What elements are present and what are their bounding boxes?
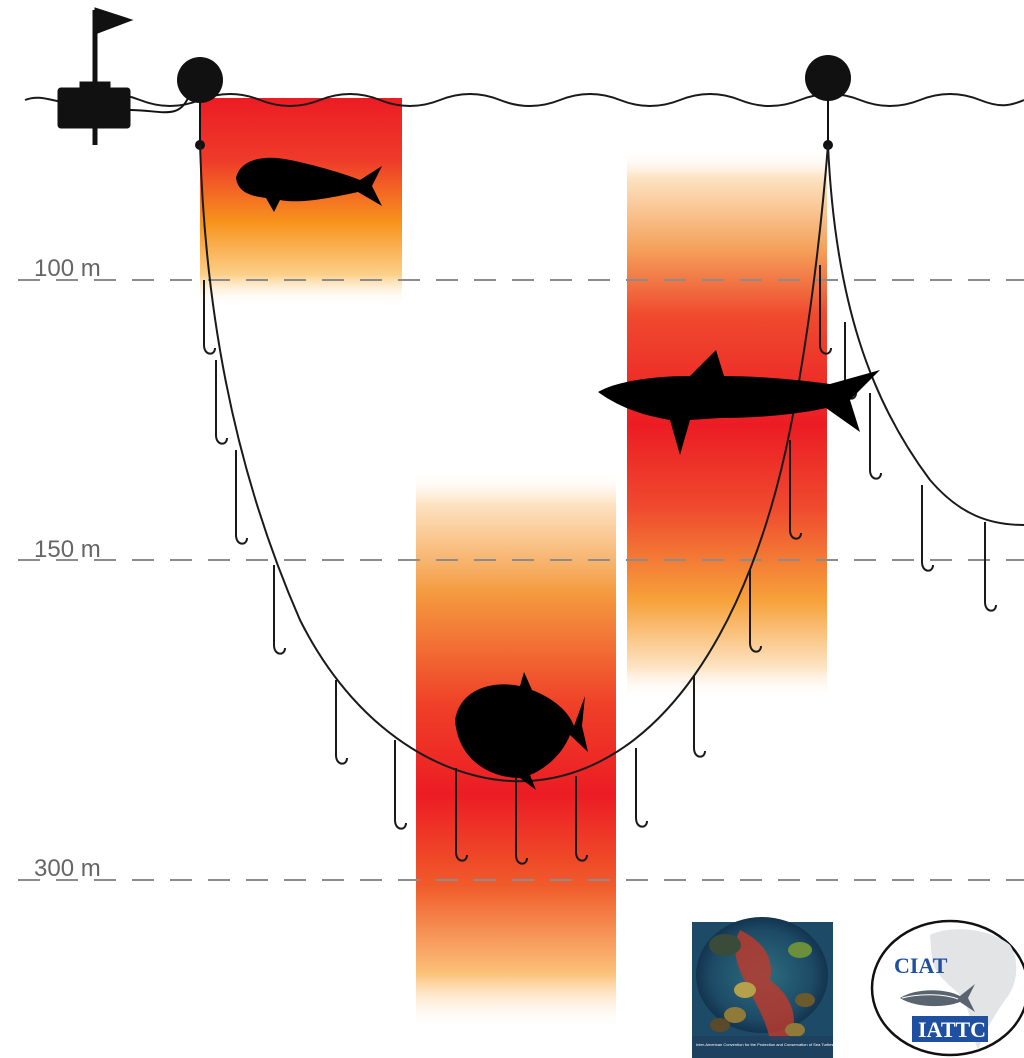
turtle-icon: [724, 1007, 746, 1023]
branchlines: [203, 265, 997, 865]
hook-icon: [693, 676, 706, 758]
turtle-icon: [709, 934, 741, 956]
dolphinfish-icon: [236, 157, 382, 212]
hook-icon: [335, 680, 348, 765]
mainline-right: [827, 144, 1024, 526]
habitat-band-mid: [627, 150, 827, 700]
turtle-icon: [734, 982, 756, 998]
iattc-logo-bottom-text: IATTC: [918, 1017, 986, 1042]
buoy-flag-icon: [57, 7, 189, 145]
iac-logo-caption: Inter-American Convention for the Protec…: [696, 1042, 833, 1047]
turtle-icon: [785, 1023, 805, 1037]
hook-icon: [789, 440, 802, 540]
turtle-icon: [788, 942, 812, 958]
continent-shape: [735, 930, 794, 1040]
hook-icon: [455, 768, 468, 862]
hook-icon: [203, 280, 216, 355]
iac-logo: Inter-American Convention for the Protec…: [692, 917, 833, 1058]
float-icon: [177, 57, 223, 103]
depth-label-100: 100 m: [34, 255, 101, 282]
depth-label-150: 150 m: [34, 536, 101, 563]
hook-icon: [394, 740, 407, 830]
shark-icon: [598, 350, 880, 455]
depth-labels: 100 m 150 m 300 m: [34, 255, 101, 882]
turtle-icon: [795, 993, 815, 1007]
hook-icon: [635, 748, 648, 828]
opah-icon: [455, 672, 588, 790]
habitat-band-shallow: [200, 98, 402, 306]
iattc-logo-top: CIAT: [894, 953, 948, 978]
hook-icon: [921, 485, 934, 572]
hook-icon: [869, 393, 882, 480]
hook-icon: [749, 570, 762, 653]
hook-icon: [235, 450, 248, 545]
hook-icon: [819, 265, 832, 355]
americas-map-shape: [930, 929, 1017, 1050]
hook-icon: [215, 360, 228, 445]
iattc-label-backdrop: [912, 1016, 988, 1042]
mainline: [199, 144, 829, 783]
hook-icon: [273, 565, 286, 655]
sea-surface: [24, 93, 1024, 107]
turtle-icon: [710, 1018, 730, 1032]
tuna-icon: [900, 984, 975, 1012]
iattc-logo: CIAT IATTC IATTC: [870, 919, 1024, 1057]
hook-icon: [515, 778, 528, 865]
hook-icon: [984, 522, 997, 612]
float-icon: [805, 55, 851, 101]
depth-label-300: 300 m: [34, 855, 101, 882]
hook-icon: [575, 776, 588, 862]
depth-lines: [18, 279, 1024, 881]
